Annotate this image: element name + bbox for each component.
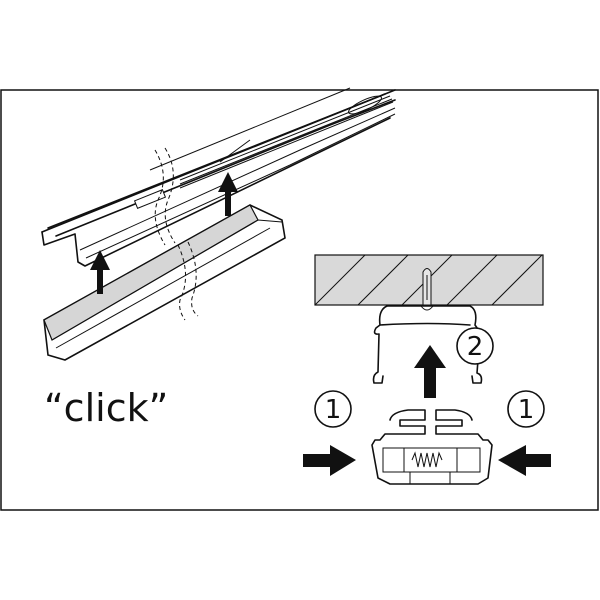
- spring-icon: [411, 451, 443, 468]
- track-rail: [41, 87, 396, 267]
- mounting-bracket: [372, 305, 483, 384]
- frame-border: [0, 89, 599, 511]
- spring-clip: [371, 409, 493, 485]
- step-1-right-marker: 1: [507, 390, 545, 428]
- step-2-marker: 2: [456, 327, 494, 365]
- arrow-up-icon: [218, 172, 238, 216]
- arrow-left-icon: [498, 445, 551, 476]
- arrow-up-icon: [90, 250, 110, 294]
- arrow-right-icon: [303, 445, 356, 476]
- step-1-right-label: 1: [518, 395, 535, 425]
- step-1-left-marker: 1: [314, 390, 352, 428]
- step-1-left-label: 1: [325, 395, 342, 425]
- arrow-up-icon: [414, 345, 446, 398]
- diffuser-break-marks: [177, 241, 199, 321]
- screw-icon: [420, 268, 434, 311]
- rail-break-marks: [154, 147, 176, 246]
- diffuser-body: [43, 204, 286, 361]
- click-caption: “click”: [44, 386, 168, 430]
- step-2-label: 2: [467, 332, 484, 362]
